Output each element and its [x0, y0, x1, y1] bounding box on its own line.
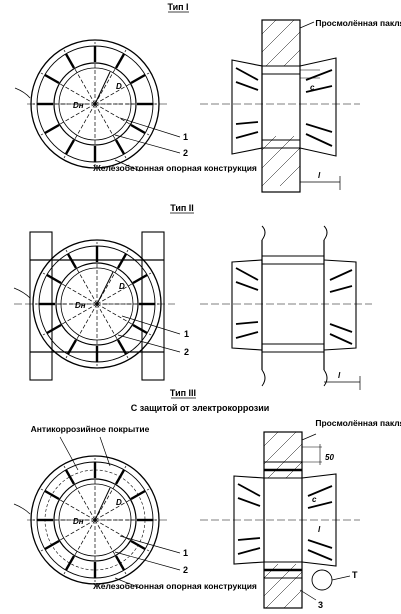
dim-d: D	[119, 282, 125, 291]
dim-l: l	[338, 371, 341, 380]
side-view	[200, 19, 360, 193]
dim-50: 50	[325, 453, 334, 462]
front-view	[14, 39, 181, 172]
section-type-2: Тип II	[13, 203, 372, 390]
section-type-1: Тип I	[14, 2, 401, 193]
section-subtitle: С защитой от электрокоррозии	[131, 403, 270, 413]
coating-label: Антикоррозийное покрытие	[31, 424, 150, 434]
dim-c: с	[312, 495, 317, 504]
dim-c: с	[310, 83, 315, 92]
side-view	[200, 431, 360, 609]
side-view	[200, 225, 372, 390]
callout-t: Т	[352, 570, 358, 580]
callout-2: 2	[184, 347, 189, 357]
callout-3: 3	[318, 600, 323, 610]
callout-2: 2	[183, 148, 188, 158]
dim-l: l	[318, 171, 321, 180]
tar-seal-label: Просмолённая пакля	[315, 18, 401, 28]
front-view	[13, 436, 181, 589]
support-label: Железобетонная опорная конструкция	[92, 163, 257, 173]
dim-l: l	[318, 525, 321, 534]
section-title: Тип II	[170, 203, 194, 213]
callout-2: 2	[183, 565, 188, 575]
callout-1: 1	[184, 329, 189, 339]
front-view	[13, 231, 181, 381]
wedge-marks	[37, 462, 153, 578]
callout-1: 1	[183, 132, 188, 142]
dim-dn: Dн	[73, 517, 84, 526]
dim-d: D	[116, 498, 122, 507]
section-title: Тип I	[167, 2, 188, 12]
support-label: Железобетонная опорная конструкция	[92, 581, 257, 591]
callout-1: 1	[183, 548, 188, 558]
dim-dn: Dн	[73, 101, 84, 110]
section-title: Тип III	[170, 388, 196, 398]
dim-d: D	[116, 82, 122, 91]
section-type-3: Тип III С защитой от электрокоррозии Ант…	[13, 388, 401, 610]
wedge-marks	[39, 246, 155, 362]
tar-seal-label: Просмолённая пакля	[315, 418, 401, 428]
dim-dn: Dн	[75, 301, 86, 310]
